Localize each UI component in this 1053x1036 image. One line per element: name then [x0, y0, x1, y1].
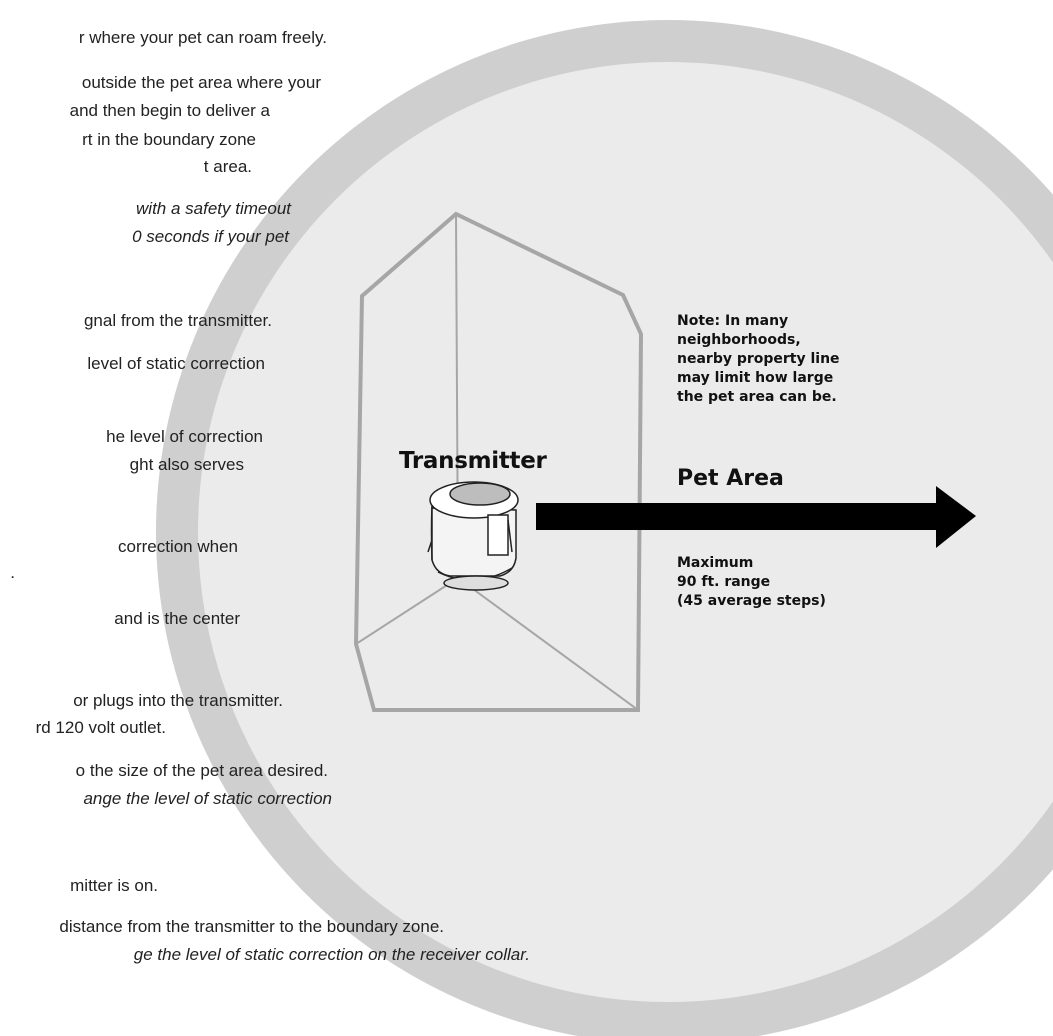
manual-text-line: o the size of the pet area desired. — [75, 761, 328, 780]
manual-text-line: and then begin to deliver a — [69, 101, 270, 120]
manual-text-line: outside the pet area where your — [81, 73, 321, 92]
manual-text-line: ange the level of static correction — [83, 789, 332, 808]
transmitter-label: Transmitter — [399, 448, 547, 474]
range-arrow — [536, 486, 976, 548]
manual-text-line: ght also serves — [129, 455, 244, 474]
range-line: Maximum — [677, 555, 754, 571]
manual-text-line: with a safety timeout — [136, 199, 291, 218]
manual-text-line: level of static correction — [87, 354, 265, 373]
range-line: (45 average steps) — [677, 593, 826, 609]
manual-text-line: t area. — [203, 157, 252, 176]
note-line: Note: In many — [677, 313, 789, 329]
note-line: neighborhoods, — [677, 332, 801, 348]
manual-text-line: gnal from the transmitter. — [83, 311, 272, 330]
note-line: the pet area can be. — [677, 389, 837, 405]
manual-text-line: rt in the boundary zone — [82, 130, 256, 149]
manual-text-line: . — [10, 563, 15, 582]
pet-area-label: Pet Area — [677, 466, 784, 491]
transmitter-device — [427, 481, 519, 591]
pet-area-circle — [198, 62, 1053, 1002]
manual-text-line: correction when — [117, 537, 238, 556]
manual-text-line: mitter is on. — [70, 876, 158, 895]
manual-text-line: or plugs into the transmitter. — [73, 691, 283, 710]
manual-text-line: rd 120 volt outlet. — [35, 718, 166, 737]
manual-text-line: 0 seconds if your pet — [132, 227, 289, 246]
manual-text-line: ge the level of static correction on the… — [133, 945, 530, 964]
note-line: may limit how large — [677, 370, 834, 386]
manual-text-line: and is the center — [114, 609, 240, 628]
range-line: 90 ft. range — [677, 574, 771, 590]
range-note: Maximum 90 ft. range (45 average steps) — [677, 554, 826, 611]
manual-text-line: distance from the transmitter to the bou… — [59, 917, 444, 936]
note-line: nearby property line — [677, 351, 840, 367]
property-line-note: Note: In many neighborhoods, nearby prop… — [677, 312, 840, 407]
manual-text-line: r where your pet can roam freely. — [78, 28, 327, 47]
manual-text-line: he level of correction — [106, 427, 263, 446]
